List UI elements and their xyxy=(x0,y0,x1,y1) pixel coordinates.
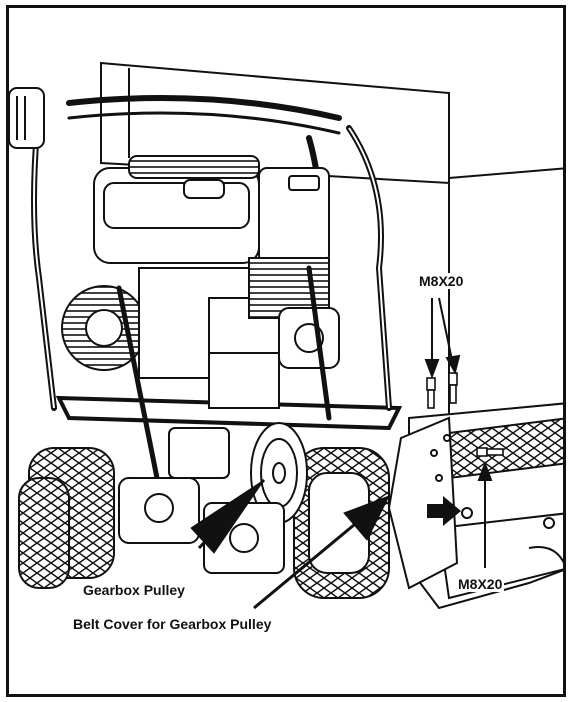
left-handle xyxy=(9,88,44,148)
engine xyxy=(62,156,339,408)
belt-cover-label: Belt Cover for Gearbox Pulley xyxy=(71,616,273,632)
m8x20-label-top: M8X20 xyxy=(417,273,465,289)
diagram-frame: M8X20 M8X20 Gearbox Pulley Belt Cover fo… xyxy=(6,5,566,697)
left-track xyxy=(19,448,114,588)
m8x20-label-bottom: M8X20 xyxy=(456,576,504,592)
gearbox-pulley-label: Gearbox Pulley xyxy=(81,582,187,598)
